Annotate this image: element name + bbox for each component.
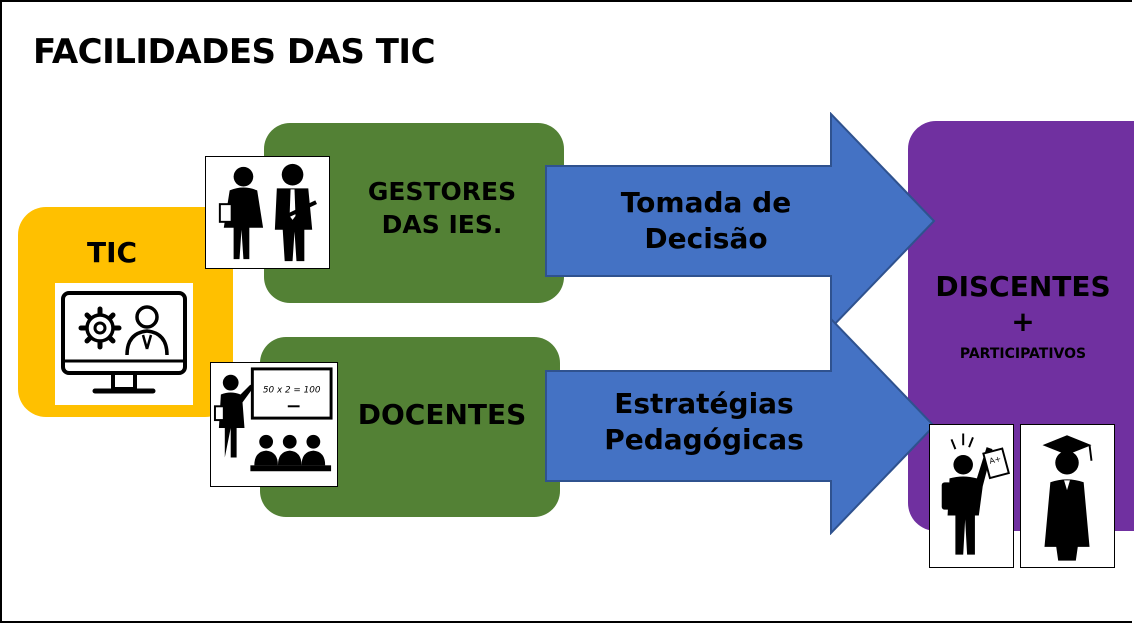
- arrow-tomada-de-decisao: [545, 112, 936, 330]
- managers-icon: [205, 156, 330, 269]
- arrow-label-line: Estratégias: [614, 387, 794, 420]
- docentes-label: DOCENTES: [357, 398, 527, 431]
- discentes-label: DISCENTES: [935, 270, 1111, 303]
- arrow-label-line: Decisão: [644, 222, 768, 255]
- gestores-label: GESTORES DAS IES.: [367, 177, 517, 239]
- arrow-estrategias-pedagogicas: [545, 317, 936, 535]
- svg-text:A+: A+: [988, 454, 1002, 466]
- student-raising-hand-icon: A+: [929, 424, 1014, 568]
- arrow-label-line: Tomada de: [620, 186, 792, 219]
- slide-title: FACILIDADES DAS TIC: [33, 32, 436, 72]
- svg-text:50 x 2 = 100: 50 x 2 = 100: [263, 386, 321, 396]
- graduate-icon: [1020, 424, 1115, 568]
- monitor-gear-person-icon: [55, 283, 193, 405]
- plus-sign: +: [1011, 305, 1035, 338]
- arrow-label-estrategias: Estratégias Pedagógicas: [584, 386, 824, 458]
- arrow-label-tomada: Tomada de Decisão: [586, 185, 826, 257]
- teacher-classroom-icon: 50 x 2 = 100: [210, 362, 338, 487]
- participativos-label: PARTICIPATIVOS: [959, 346, 1087, 362]
- tic-label: TIC: [87, 236, 138, 269]
- arrow-label-line: Pedagógicas: [604, 423, 804, 456]
